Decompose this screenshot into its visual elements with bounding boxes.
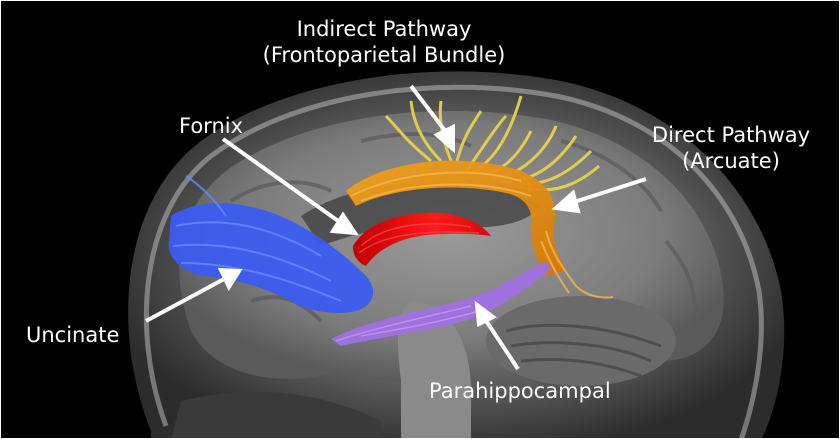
label-indirect-pathway-line1: Indirect Pathway: [229, 16, 539, 42]
label-parahippocampal: Parahippocampal: [429, 378, 611, 404]
label-indirect-pathway-line2: (Frontoparietal Bundle): [229, 42, 539, 68]
label-indirect-pathway: Indirect Pathway (Frontoparietal Bundle): [229, 16, 539, 68]
label-uncinate: Uncinate: [26, 322, 119, 348]
label-direct-pathway: Direct Pathway (Arcuate): [641, 122, 821, 174]
label-direct-pathway-line1: Direct Pathway: [641, 122, 821, 148]
label-fornix: Fornix: [179, 113, 243, 139]
label-direct-pathway-line2: (Arcuate): [641, 148, 821, 174]
